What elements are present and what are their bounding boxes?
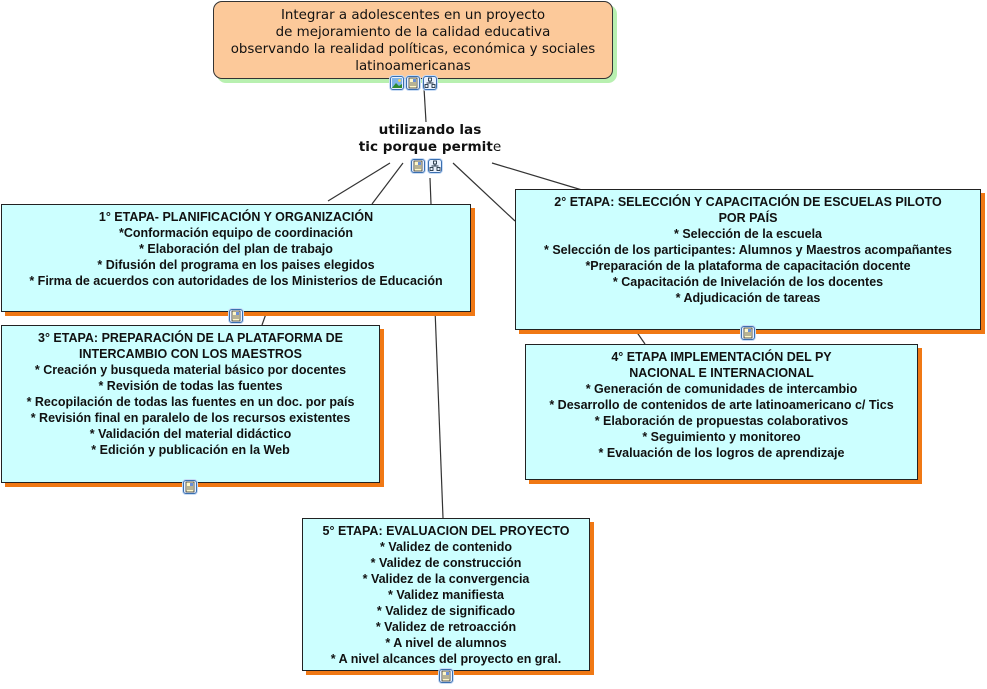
stage-item: * Revisión de todas las fuentes: [98, 379, 283, 393]
stage-item: * A nivel de alumnos: [385, 636, 507, 650]
stage-item: * Difusión del programa en los paises el…: [97, 258, 375, 272]
link-phrase-to-stage1-b: [371, 162, 404, 205]
stage-item: * Elaboración del plan de trabajo: [139, 242, 333, 256]
root-line: Integrar a adolescentes en un proyecto: [280, 8, 546, 23]
stage-title: INTERCAMBIO CON LOS MAESTROS: [79, 347, 302, 361]
stage-title: 3° ETAPA: PREPARACIÓN DE LA PLATAFORMA D…: [38, 331, 343, 345]
stage-item: * Firma de acuerdos con autoridades de l…: [29, 274, 443, 288]
linking-phrase-line1: utilizando las: [378, 122, 482, 138]
root-line: observando la realidad políticas, económ…: [230, 42, 596, 57]
stage-title: POR PAÍS: [718, 211, 778, 225]
stage-item: * A nivel alcances del proyecto en gral.: [330, 652, 562, 666]
link-stage2-to-stage4: [635, 330, 646, 345]
stage-item: * Validación del material didáctico: [89, 427, 292, 441]
stage-item: * Validez de significado: [376, 604, 516, 618]
stage-2-node[interactable]: 2° ETAPA: SELECCIÓN Y CAPACITACIÓN DE ES…: [515, 189, 981, 330]
stage-title: 5° ETAPA: EVALUACION DEL PROYECTO: [322, 524, 570, 538]
stage-item: *Conformación equipo de coordinación: [118, 226, 354, 240]
stage-item: * Validez manifiesta: [387, 588, 505, 602]
note-icon[interactable]: [229, 309, 243, 323]
image-icon[interactable]: [390, 76, 404, 90]
stage-item: * Edición y publicación en la Web: [91, 443, 290, 457]
stage-item: * Capacitación de Inivelación de los doc…: [612, 275, 884, 289]
hierarchy-icon[interactable]: [428, 159, 442, 173]
stage-item: * Desarrollo de contenidos de arte latin…: [549, 398, 894, 412]
stage-item: * Generación de comunidades de intercamb…: [585, 382, 858, 396]
stage-item: * Evaluación de los logros de aprendizaj…: [598, 446, 845, 460]
root-line: latinoamericanas: [355, 59, 471, 74]
linking-phrase-line2: tic porque permite: [330, 139, 530, 156]
stage-item: * Validez de retroacción: [375, 620, 517, 634]
linking-phrase-tail: e: [492, 139, 502, 155]
stage-item: * Revisión final en paralelo de los recu…: [30, 411, 351, 425]
stage-item: * Seguimiento y monitoreo: [642, 430, 801, 444]
note-icon[interactable]: [183, 480, 197, 494]
hierarchy-icon[interactable]: [423, 76, 437, 90]
stage-item: * Creación y busqueda material básico po…: [34, 363, 347, 377]
note-icon[interactable]: [411, 159, 425, 173]
linking-phrase-bold: tic porque permit: [358, 139, 493, 155]
stage-item: * Selección de la escuela: [674, 227, 822, 241]
stage-item: * Validez de construcción: [370, 556, 522, 570]
stage-item: * Validez de la convergencia: [362, 572, 530, 586]
stage-title: 4° ETAPA IMPLEMENTACIÓN DEL PY: [611, 350, 832, 364]
stage-title: 1° ETAPA- PLANIFICACIÓN Y ORGANIZACIÓN: [98, 210, 374, 224]
stage-4-node[interactable]: 4° ETAPA IMPLEMENTACIÓN DEL PY NACIONAL …: [525, 344, 918, 480]
note-icon[interactable]: [439, 669, 453, 683]
stage-item: * Validez de contenido: [380, 540, 512, 554]
link-root-to-phrase: [423, 87, 427, 123]
stage-1-node[interactable]: 1° ETAPA- PLANIFICACIÓN Y ORGANIZACIÓN *…: [1, 204, 471, 312]
root-line: de mejoramiento de la calidad educativa: [275, 25, 551, 40]
note-icon[interactable]: [406, 76, 420, 90]
stage-title: NACIONAL E INTERNACIONAL: [629, 366, 814, 380]
stage-item: * Elaboración de propuestas colaborativo…: [594, 414, 849, 428]
link-stage1-to-stage3: [261, 310, 268, 326]
link-phrase-to-stage1-a: [327, 162, 391, 202]
linking-phrase[interactable]: utilizando las tic porque permite: [330, 122, 530, 156]
stage-title: 2° ETAPA: SELECCIÓN Y CAPACITACIÓN DE ES…: [554, 195, 942, 209]
note-icon[interactable]: [741, 326, 755, 340]
stage-item: * Selección de los participantes: Alumno…: [544, 243, 952, 257]
stage-item: *Preparación de la plataforma de capacit…: [585, 259, 911, 273]
stage-item: * Adjudicación de tareas: [675, 291, 821, 305]
stage-item: * Recopilación de todas las fuentes en u…: [26, 395, 355, 409]
stage-5-node[interactable]: 5° ETAPA: EVALUACION DEL PROYECTO * Vali…: [302, 518, 590, 671]
link-phrase-to-stage2-a: [452, 162, 516, 222]
root-concept[interactable]: Integrar a adolescentes en un proyecto d…: [213, 1, 613, 79]
stage-3-node[interactable]: 3° ETAPA: PREPARACIÓN DE LA PLATAFORMA D…: [1, 325, 380, 483]
link-phrase-to-stage2-b: [491, 162, 593, 194]
